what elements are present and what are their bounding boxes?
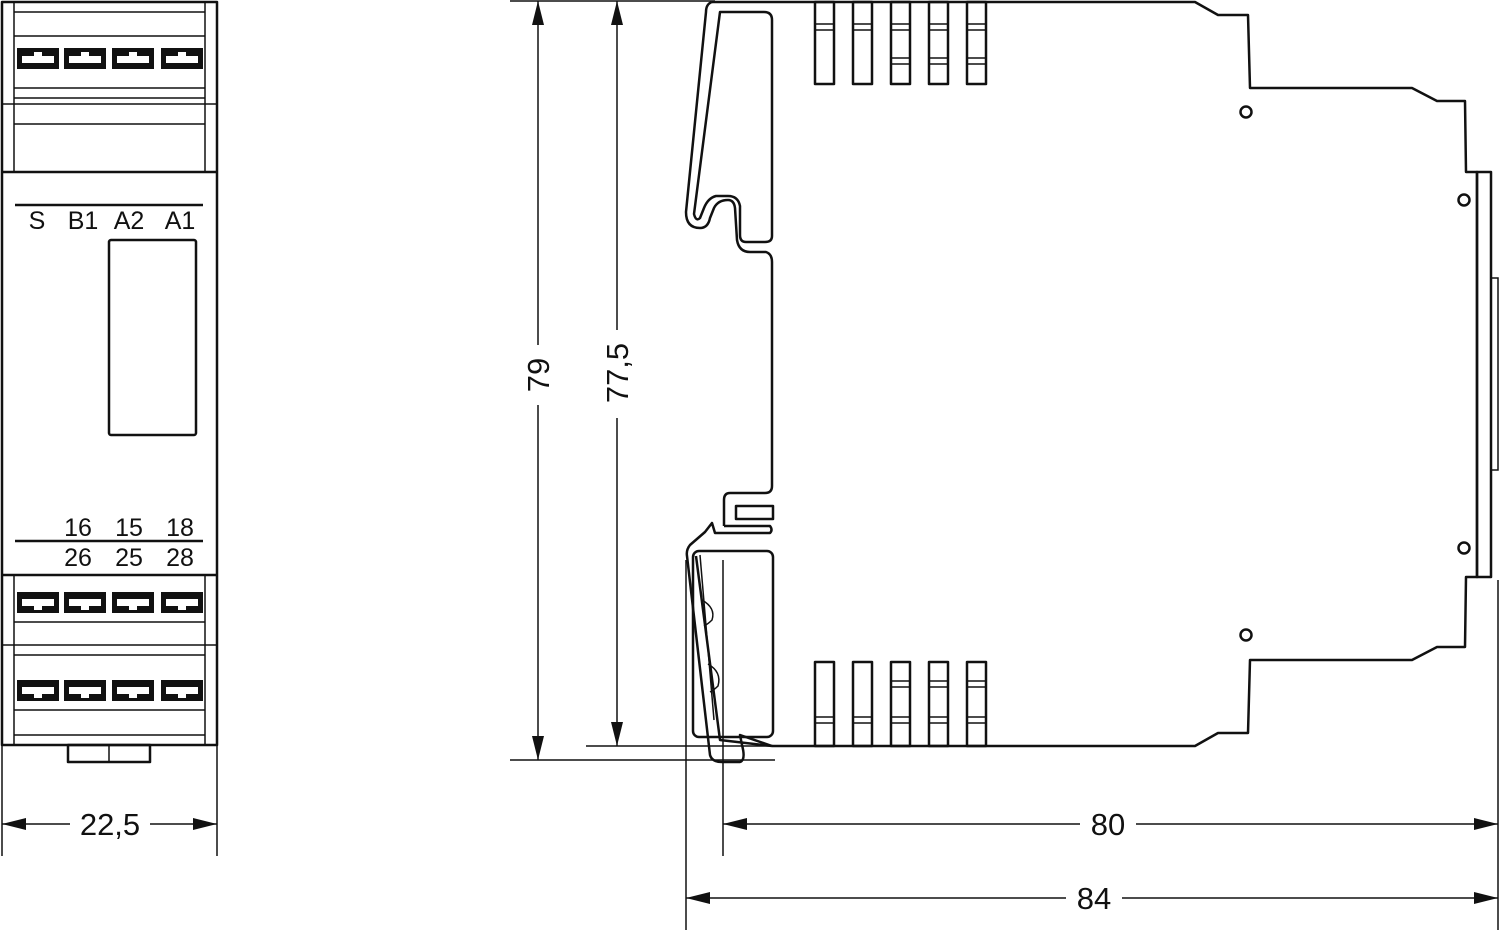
terminal-block-top bbox=[851, 0, 874, 86]
terminal-block-top bbox=[889, 0, 912, 86]
height-dimensions: 79 77,5 bbox=[510, 0, 775, 761]
terminal-label-a1: A1 bbox=[165, 207, 196, 235]
dimension-79: 79 bbox=[521, 358, 556, 392]
screw-terminal bbox=[64, 48, 106, 69]
screw-terminal bbox=[112, 680, 154, 701]
dimension-84: 84 bbox=[1077, 881, 1111, 916]
screw-terminal bbox=[161, 680, 203, 701]
dimension-22-5: 22,5 bbox=[80, 807, 140, 842]
screw-terminal bbox=[112, 592, 154, 613]
screw-terminal bbox=[112, 48, 154, 69]
terminal-label-26: 26 bbox=[64, 544, 92, 572]
screw-terminal bbox=[161, 48, 203, 69]
terminal-block-top bbox=[813, 0, 836, 86]
dimension-80: 80 bbox=[1091, 807, 1125, 842]
terminal-label-15: 15 bbox=[115, 514, 143, 542]
screw-terminal bbox=[64, 592, 106, 613]
front-view: S B1 A2 A1 16 15 18 26 25 28 bbox=[0, 0, 219, 764]
terminal-block-bottom bbox=[927, 660, 950, 748]
screw-terminal bbox=[17, 680, 59, 701]
terminal-block-bottom bbox=[813, 660, 836, 748]
side-view bbox=[684, 0, 1499, 764]
terminal-label-28: 28 bbox=[166, 544, 194, 572]
terminal-label-a2: A2 bbox=[114, 207, 145, 235]
width-dimension: 22,5 bbox=[1, 745, 218, 856]
terminal-block-bottom bbox=[889, 660, 912, 748]
screw-terminal bbox=[17, 48, 59, 69]
dimension-77-5: 77,5 bbox=[600, 343, 635, 403]
screw-terminals bbox=[17, 48, 203, 701]
terminal-labels-top: S B1 A2 A1 bbox=[29, 207, 196, 235]
screw-terminal bbox=[17, 592, 59, 613]
terminal-block-bottom bbox=[851, 660, 874, 748]
terminal-block-top bbox=[927, 0, 950, 86]
screw-terminal bbox=[161, 592, 203, 613]
terminal-label-16: 16 bbox=[64, 514, 92, 542]
terminal-block-bottom bbox=[965, 660, 988, 748]
depth-dimensions: 80 84 bbox=[685, 560, 1499, 930]
screw-terminal bbox=[64, 680, 106, 701]
terminal-label-25: 25 bbox=[115, 544, 143, 572]
terminal-label-s: S bbox=[29, 207, 46, 235]
terminal-blocks bbox=[813, 0, 988, 748]
terminal-block-top bbox=[965, 0, 988, 86]
terminal-label-b1: B1 bbox=[68, 207, 99, 235]
terminal-label-18: 18 bbox=[166, 514, 194, 542]
label-window bbox=[107, 238, 198, 437]
